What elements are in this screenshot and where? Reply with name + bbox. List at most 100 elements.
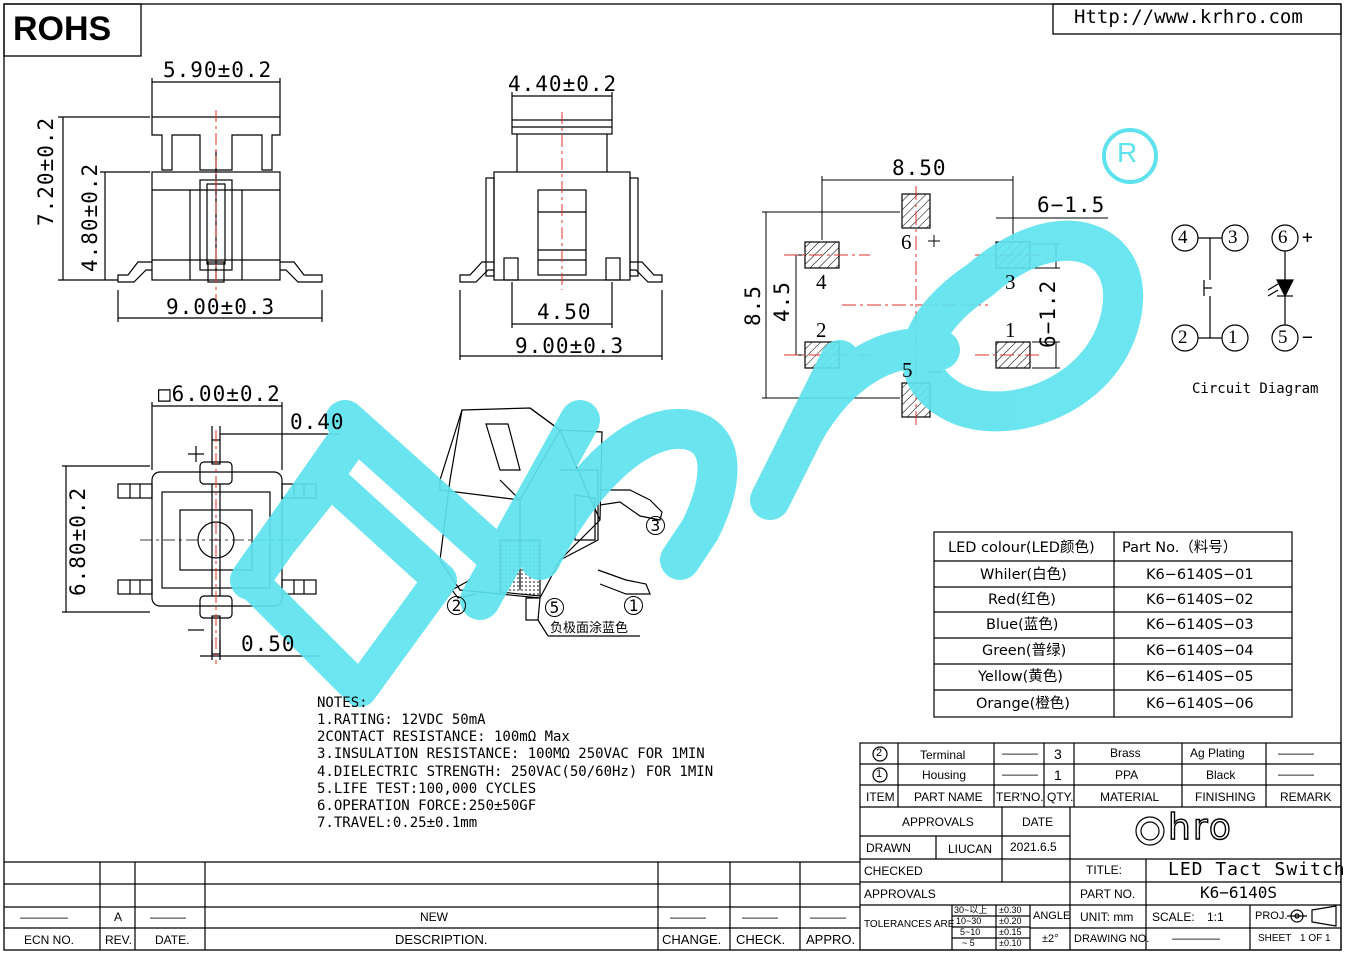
pcb-dimensions (762, 176, 1108, 399)
iso-pin-1: 1 (624, 596, 643, 615)
watermark-logo (230, 220, 1144, 707)
part-table-partno-6: K6−6140S−06 (1146, 696, 1254, 712)
circuit-node-1: 1 (1228, 327, 1238, 348)
tb-tol-r3: 5~10 (960, 927, 981, 937)
tb-angle-value: ±2° (1042, 933, 1059, 945)
part-table-partno-2: K6−6140S−02 (1146, 592, 1254, 608)
tb-sheet-value: 1 OF 1 (1300, 933, 1331, 944)
tb-drawn-by: LIUCAN (948, 842, 993, 856)
circuit-minus: − (1302, 327, 1313, 348)
dim-body-depth: 6.80±0.2 (66, 486, 90, 596)
tb-logo: hro (1167, 807, 1233, 848)
tb-approvals: APPROVALS (902, 815, 974, 829)
pad-label-5: 5 (902, 358, 914, 382)
notes-list: 1.RATING: 12VDC 50mA 2CONTACT RESISTANCE… (317, 712, 714, 832)
tb-item1-ter: ——— (1002, 767, 1038, 781)
tb-tol-v1: ±0.30 (999, 905, 1022, 915)
part-table-header-colour: LED colour(LED颜色) (948, 540, 1095, 556)
part-table-partno-5: K6−6140S−05 (1146, 669, 1254, 685)
tb-tol-v4: ±0.10 (999, 938, 1022, 948)
tb-tol-r4: ~ 5 (962, 938, 975, 948)
rev-h-appro: APPRO. (806, 932, 856, 947)
tb-unit: UNIT: mm (1080, 910, 1134, 924)
tb-partno-label: PART NO. (1080, 887, 1136, 901)
rev-h-change: CHANGE. (662, 932, 722, 947)
tb-h-finish: FINISHING (1195, 790, 1256, 804)
tb-partno-value: K6−6140S (1200, 883, 1278, 902)
tb-tol-r2: 10~30 (956, 916, 982, 926)
iso-pin-3: 3 (646, 516, 665, 535)
pad-label-6: 6 (901, 230, 913, 254)
dim-side-width: 9.00±0.3 (166, 295, 276, 319)
circuit-node-4: 4 (1178, 227, 1188, 248)
part-table-colour-6: Orange(橙色) (976, 696, 1070, 712)
dim-pcb-inner: 4.5 (770, 281, 794, 322)
part-table-colour-5: Yellow(黄色) (978, 669, 1063, 685)
iso-pin-5: 5 (545, 598, 564, 617)
rev-ecn-value: ———— (20, 910, 68, 924)
tb-item2-qty: 3 (1054, 746, 1062, 762)
tb-h-remark: REMARK (1280, 790, 1332, 804)
rev-change-value: ——— (670, 910, 706, 924)
website-url[interactable]: Http://www.krhro.com (1074, 6, 1303, 28)
watermark-registered-symbol: R (1117, 137, 1138, 168)
dim-pin-width: 0.40 (290, 410, 345, 434)
dim-body-square: □6.00±0.2 (158, 382, 281, 406)
tb-h-material: MATERIAL (1100, 790, 1160, 804)
part-table-colour-4: Green(普绿) (982, 643, 1067, 659)
tb-item1-finish: Black (1206, 768, 1236, 782)
rev-value: A (114, 910, 123, 924)
tb-drawing-no: DRAWING NO. (1074, 933, 1150, 945)
dim-side-top-width: 4.40±0.2 (508, 72, 618, 96)
tb-h-ter: TER'NO. (996, 790, 1044, 804)
tb-item1-num: 1 (876, 768, 883, 780)
pad-label-4: 4 (816, 270, 828, 294)
part-table-colour-1: Whiler(白色) (980, 567, 1067, 583)
rohs-label: ROHS (13, 10, 112, 48)
tb-title-label: TITLE: (1086, 863, 1123, 877)
tb-title-value: LED Tact Switch (1168, 859, 1345, 880)
dim-side-inner: 4.50 (537, 300, 592, 324)
watermark-registered (1102, 128, 1158, 184)
tb-item1-material: PPA (1115, 768, 1139, 782)
tb-item2-name: Terminal (920, 748, 966, 762)
rev-h-description: DESCRIPTION. (395, 932, 488, 947)
part-table-grid (933, 531, 1293, 718)
dim-body-height: 4.80±0.2 (78, 162, 102, 272)
tb-sheet: SHEET (1258, 933, 1292, 944)
rev-check-value: ——— (742, 910, 778, 924)
tb-item1-remark: ——— (1278, 767, 1314, 781)
tb-drawn: DRAWN (866, 841, 911, 855)
part-table-colour-2: Red(红色) (988, 592, 1056, 608)
circuit-node-6: 6 (1278, 227, 1288, 248)
tb-item2-num: 2 (876, 747, 883, 759)
dim-pcb-height: 8.5 (741, 285, 765, 326)
tb-tol-r1: 30~以上 (954, 905, 988, 915)
side-view (459, 92, 663, 360)
revision-grid (4, 861, 860, 950)
circuit-plus: + (1302, 227, 1313, 248)
tb-item2-ter: ——— (1002, 746, 1038, 760)
tb-proj: PROJ. (1255, 910, 1288, 922)
dim-total-height: 7.20±0.2 (34, 116, 58, 226)
outer-frame (3, 3, 1342, 951)
tb-tol-label: TOLERANCES ARE (864, 919, 955, 930)
circuit-node-3: 3 (1228, 227, 1238, 248)
pad-label-3: 3 (1005, 270, 1017, 294)
circuit-diagram-label: Circuit Diagram (1192, 381, 1319, 397)
tb-drawing-no-value: ———— (1172, 931, 1220, 945)
rev-h-check: CHECK. (736, 932, 786, 947)
tb-scale: SCALE: (1152, 910, 1195, 924)
dim-top-width: 5.90±0.2 (163, 58, 273, 82)
part-table-partno-4: K6−6140S−04 (1146, 643, 1254, 659)
rev-h-ecn: ECN NO. (24, 933, 75, 947)
iso-callout: 负极面涂蓝色 (550, 621, 629, 636)
tb-date: DATE (1022, 815, 1054, 829)
rev-appro-value: ——— (810, 910, 846, 924)
circuit-node-2: 2 (1178, 327, 1188, 348)
dim-side-total: 9.00±0.3 (515, 334, 625, 358)
circuit-node-5: 5 (1278, 327, 1288, 348)
iso-pin-2: 2 (447, 596, 466, 615)
